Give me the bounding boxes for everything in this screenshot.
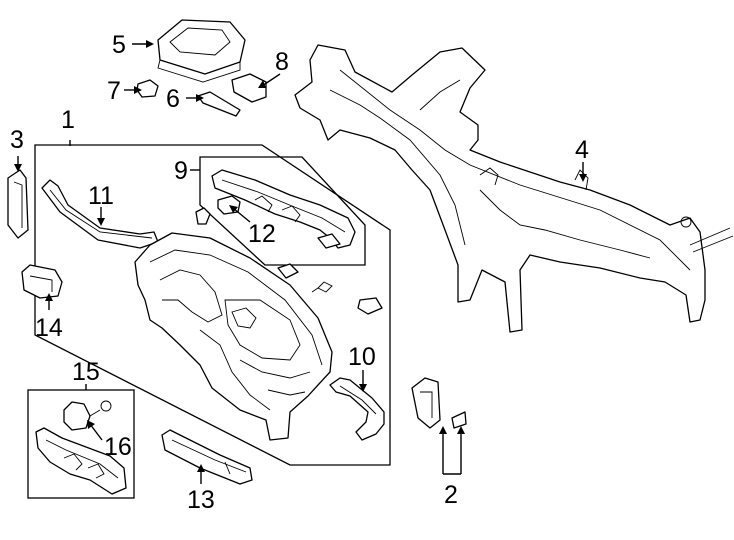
- callout-8: 8: [275, 48, 289, 76]
- side-trim-part: [7, 169, 29, 239]
- end-bracket-part: [411, 377, 467, 429]
- callout-6: 6: [166, 85, 180, 113]
- callout-10: 10: [348, 343, 376, 371]
- bracket-part: [21, 264, 63, 299]
- leader-lines: [14, 40, 587, 484]
- clip-part: [136, 79, 159, 98]
- cover-part: [231, 73, 267, 103]
- callout-7: 7: [107, 77, 121, 105]
- vent-clip-part: [277, 263, 299, 279]
- callout-14: 14: [35, 314, 63, 342]
- knee-panel-part: [35, 427, 127, 495]
- instrument-panel-part: [134, 232, 333, 441]
- callout-13: 13: [187, 486, 215, 514]
- side-duct-part: [329, 377, 385, 441]
- callout-12: 12: [248, 220, 276, 248]
- callout-3: 3: [10, 126, 24, 154]
- upper-duct-part: [41, 179, 159, 249]
- panel-group-outline: [34, 144, 391, 466]
- screw-part: [311, 281, 333, 293]
- callout-4: 4: [575, 136, 589, 164]
- air-duct-part: [211, 169, 356, 249]
- duct-group-outline: [199, 156, 366, 266]
- callout-9: 9: [174, 157, 188, 185]
- callout-11: 11: [88, 182, 114, 210]
- grille-part: [357, 297, 383, 315]
- center-bezel-part: [157, 19, 246, 83]
- lower-trim-part: [161, 429, 253, 485]
- switch-part: [63, 401, 91, 431]
- callout-1: 1: [61, 106, 75, 134]
- small-clip-part: [195, 207, 211, 225]
- bolt-part: [89, 400, 112, 417]
- callout-16: 16: [104, 433, 132, 461]
- cross-car-beam-part: [294, 44, 734, 333]
- trim-strip-part: [197, 91, 241, 117]
- callout-15: 15: [72, 358, 100, 386]
- callout-5: 5: [112, 31, 126, 59]
- callout-2: 2: [444, 481, 458, 509]
- switch-group-outline: [27, 389, 135, 499]
